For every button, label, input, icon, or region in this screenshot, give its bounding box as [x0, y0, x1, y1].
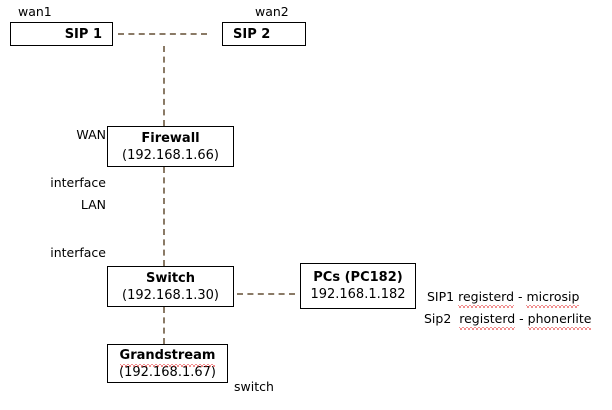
node-pcs[interactable]: PCs (PC182) 192.168.1.182 [300, 263, 416, 309]
annotation-sip1-client: microsip [526, 289, 580, 308]
node-firewall[interactable]: Firewall (192.168.1.66) [107, 126, 234, 167]
label-switch-mode-line1: switch [234, 379, 274, 394]
node-grandstream-title: Grandstream [119, 347, 216, 367]
annotation-sip1-registration: SIP1 registerd - microsip [427, 289, 580, 308]
label-wan-interface-line1: WAN [76, 127, 106, 142]
node-grandstream-address: (192.168.1.67) [119, 364, 216, 380]
node-grandstream-title-text: Grandstream [119, 347, 216, 367]
node-firewall-address: (192.168.1.66) [122, 147, 219, 163]
label-switch-mode: switch mode [234, 347, 274, 410]
node-grandstream[interactable]: Grandstream (192.168.1.67) [107, 344, 228, 383]
node-pcs-title: PCs (PC182) [313, 270, 403, 285]
annotation-sip2-registration: Sip2 registerd - phonerlite [424, 311, 592, 330]
node-switch-title: Switch [145, 270, 195, 286]
node-firewall-title: Firewall [141, 130, 200, 146]
annotation-sip1-separator: - [514, 289, 527, 304]
node-pcs-address: 192.168.1.182 [310, 287, 406, 302]
node-switch-address: (192.168.1.30) [122, 287, 219, 303]
node-switch[interactable]: Switch (192.168.1.30) [107, 266, 234, 307]
annotation-sip1-prefix: SIP1 [427, 289, 459, 304]
connector-firewall-to-switch [163, 167, 165, 266]
connector-switch-to-pcs [237, 293, 295, 295]
connector-switch-to-grandstream [163, 307, 165, 344]
annotation-sip1-status: registerd [458, 289, 515, 308]
annotation-sip2-client: phonerlite [527, 311, 592, 330]
label-wan-interface-line2: interface [50, 175, 106, 190]
label-lan-interface: LAN interface [20, 165, 106, 293]
node-sip2-title: SIP 2 [233, 26, 271, 42]
node-sip1-title: SIP 1 [64, 26, 102, 42]
connector-sip-to-firewall [163, 46, 165, 126]
label-wan1: wan1 [18, 4, 52, 19]
label-wan-interface: WAN interface [20, 95, 106, 223]
annotation-sip2-status: registerd [459, 311, 516, 330]
annotation-sip2-prefix: Sip2 [424, 311, 460, 326]
connector-sip1-to-sip2 [118, 33, 207, 35]
label-wan2: wan2 [255, 4, 289, 19]
node-sip2[interactable]: SIP 2 [222, 22, 306, 46]
label-lan-interface-line1: LAN [80, 197, 106, 212]
annotation-sip2-separator: - [515, 311, 528, 326]
label-lan-interface-line2: interface [50, 245, 106, 260]
node-sip1[interactable]: SIP 1 [10, 22, 113, 46]
